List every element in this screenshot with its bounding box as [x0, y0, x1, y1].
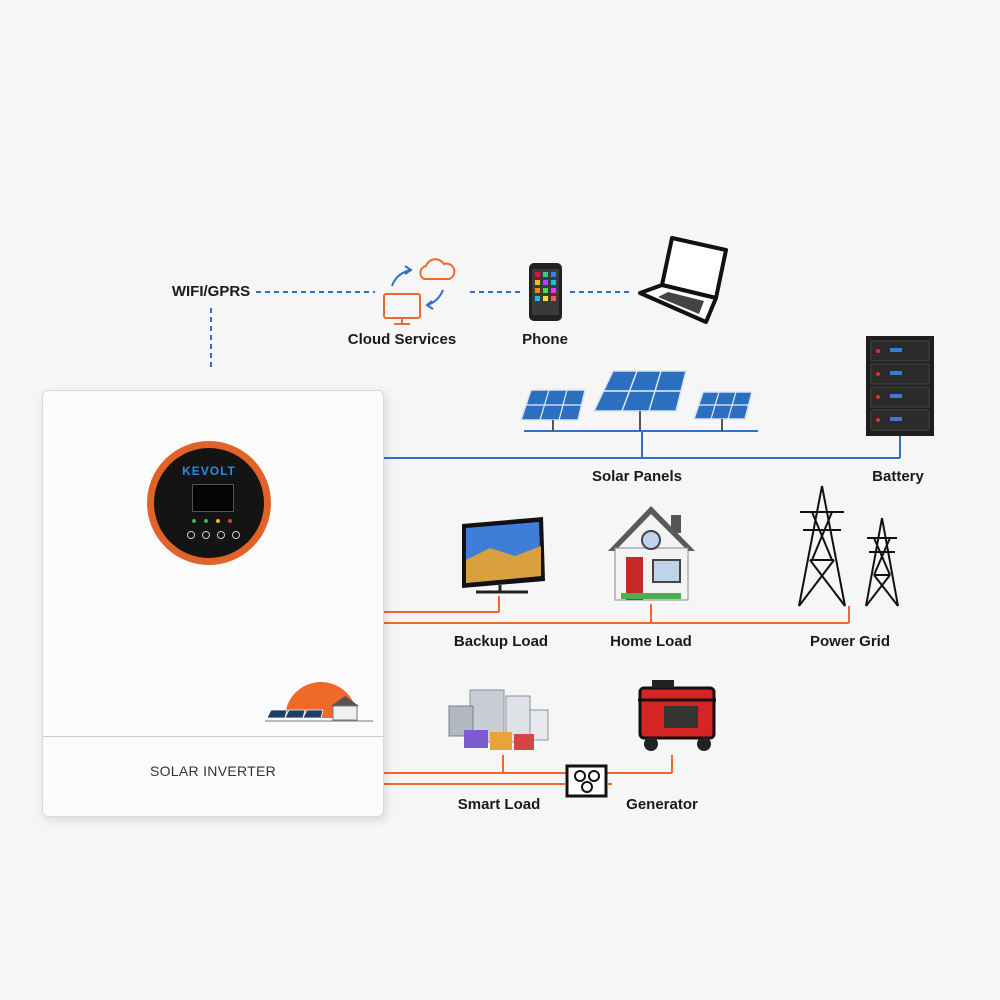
dc-lines [383, 430, 901, 459]
monitor-icon [383, 293, 421, 325]
inverter-name: SOLAR INVERTER [149, 763, 277, 779]
solar-panel-icon [692, 391, 753, 431]
inverter-panel-divider [43, 736, 383, 737]
communication-lines [210, 291, 632, 368]
backup-load-label: Backup Load [453, 633, 549, 650]
pylon-icon [865, 517, 899, 607]
status-leds [192, 519, 232, 523]
battery-rack-icon [866, 336, 934, 436]
generator-icon [638, 680, 716, 751]
wifi-gprs-label: WIFI/GPRS [171, 283, 251, 300]
appliances-icon [448, 689, 549, 750]
laptop-icon [638, 236, 728, 324]
inverter-display-panel: KEVOLT [147, 441, 271, 565]
cloud-icon [419, 258, 456, 280]
power-grid-label: Power Grid [809, 633, 891, 650]
pylon-icon [798, 485, 846, 607]
generator-label: Generator [626, 796, 698, 813]
phone-icon [529, 263, 562, 321]
cloud-services-label: Cloud Services [347, 331, 457, 348]
home-load-label: Home Load [610, 633, 692, 650]
phone-label: Phone [522, 331, 568, 348]
switch-icon [565, 764, 608, 798]
solar-inverter: KEVOLT SOLAR INVERTER [42, 390, 384, 817]
tv-icon [462, 517, 545, 594]
lcd-screen [192, 484, 234, 512]
battery-label: Battery [872, 468, 924, 485]
solar-panel-icon [592, 370, 687, 431]
solar-panels-label: Solar Panels [591, 468, 683, 485]
ac-lines [383, 596, 850, 785]
sun-solar-house-graphic [265, 682, 373, 722]
brand-logo: KEVOLT [182, 464, 236, 478]
smart-load-label: Smart Load [457, 796, 541, 813]
control-buttons [187, 531, 240, 539]
house-icon [608, 506, 695, 601]
solar-panel-icon [519, 389, 586, 431]
sync-arrows-icon [391, 265, 444, 310]
